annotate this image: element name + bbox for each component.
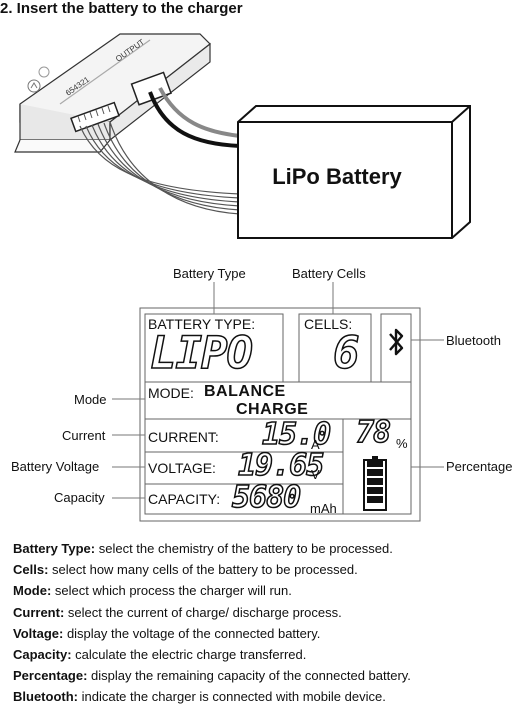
callout-percentage: Percentage — [446, 459, 513, 474]
desc-term: Percentage: — [13, 668, 88, 684]
percentage-unit: % — [396, 436, 408, 451]
desc-text: indicate the charger is connected with m… — [77, 689, 386, 705]
current-value: 15.0 — [261, 417, 332, 453]
capacity-unit: mAh — [310, 501, 337, 516]
grey-wire — [158, 87, 241, 138]
desc-term: Battery Type: — [13, 541, 96, 556]
current-label: CURRENT: — [148, 429, 219, 445]
battery-level-bar — [367, 496, 383, 503]
desc-cells: Cells: select how many cells of the batt… — [13, 559, 513, 580]
desc-current: Current: select the current of charge/ d… — [13, 602, 513, 623]
voltage-label: VOLTAGE: — [148, 460, 216, 476]
bluetooth-icon — [389, 328, 404, 356]
percentage-value: 78 — [355, 415, 392, 451]
desc-mode: Mode: select which process the charger w… — [13, 580, 513, 601]
callout-bluetooth: Bluetooth — [446, 333, 501, 348]
desc-term: Capacity: — [13, 647, 72, 663]
battery-level-bar — [367, 487, 383, 494]
callout-current: Current — [62, 428, 106, 443]
charger-battery-illustration: 654321 OUTPUT — [14, 33, 471, 239]
step-title: 2. Insert the battery to the charger — [0, 0, 243, 17]
battery-label: LiPo Battery — [272, 164, 402, 189]
battery-type-label: BATTERY TYPE: — [148, 316, 256, 332]
feature-descriptions: Battery Type: select the chemistry of th… — [13, 538, 513, 708]
lcd-screen — [139, 307, 421, 522]
capacity-label: CAPACITY: — [148, 491, 221, 507]
battery-gauge — [363, 456, 387, 511]
mode-value-line2: CHARGE — [236, 401, 309, 418]
desc-text: display the remaining capacity of the co… — [87, 668, 411, 684]
desc-text: select the chemistry of the battery to b… — [95, 541, 393, 556]
desc-term: Voltage: — [13, 625, 64, 641]
battery-level-bar — [367, 460, 383, 467]
desc-term: Cells: — [13, 562, 49, 578]
lipo-battery — [237, 105, 471, 239]
callout-capacity: Capacity — [54, 490, 105, 505]
desc-voltage: Voltage: display the voltage of the conn… — [13, 623, 513, 644]
desc-term: Mode: — [13, 583, 52, 599]
battery-level-bar — [367, 478, 383, 485]
desc-bluetooth: Bluetooth: indicate the charger is conne… — [13, 686, 513, 707]
desc-term: Bluetooth: — [13, 689, 78, 705]
desc-percentage: Percentage: display the remaining capaci… — [13, 665, 513, 686]
desc-text: display the voltage of the connected bat… — [63, 625, 321, 641]
desc-text: select which process the charger will ru… — [51, 583, 292, 599]
balance-connector — [70, 101, 120, 133]
mode-label: MODE: — [148, 385, 194, 401]
desc-capacity: Capacity: calculate the electric charge … — [13, 644, 513, 665]
callout-mode: Mode — [74, 392, 107, 407]
desc-text: calculate the electric charge transferre… — [71, 647, 307, 663]
charger-body — [14, 33, 211, 153]
desc-text: select the current of charge/ discharge … — [64, 604, 342, 620]
black-wire — [148, 91, 241, 148]
mode-value-line1: BALANCE — [204, 383, 286, 400]
desc-text: select how many cells of the battery to … — [48, 562, 358, 578]
capacity-value: 5680 — [231, 480, 302, 516]
callout-leaders — [112, 282, 444, 499]
callout-battery-type: Battery Type — [173, 266, 246, 281]
desc-term: Current: — [13, 604, 65, 620]
cells-value: 6 — [332, 328, 360, 379]
current-unit: A — [311, 437, 320, 452]
voltage-unit: V — [311, 467, 320, 482]
voltage-value: 19.65 — [237, 448, 325, 484]
battery-level-bar — [367, 469, 383, 476]
lcd-frame — [112, 282, 444, 522]
cells-label: CELLS: — [304, 316, 353, 332]
callout-battery-cells: Battery Cells — [292, 266, 366, 281]
callout-battery-voltage: Battery Voltage — [11, 459, 100, 474]
desc-battery-type: Battery Type: select the chemistry of th… — [13, 538, 513, 559]
battery-type-value: LIPO — [149, 328, 253, 379]
balance-wires — [79, 121, 241, 215]
